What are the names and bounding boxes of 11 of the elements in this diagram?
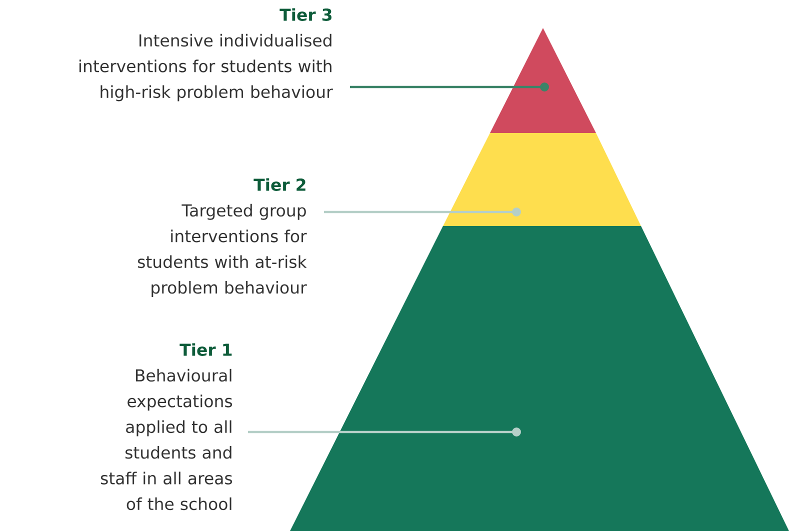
- tier-heading: Tier 1: [180, 343, 232, 356]
- leader-line: [324, 208, 521, 216]
- pyramid-top: [490, 28, 596, 133]
- pyramid-tier: [443, 133, 641, 226]
- tier-heading: Tier 2: [254, 178, 306, 191]
- tier-description: Targeted group interventions for students with at-risk problem behaviour: [138, 204, 307, 297]
- tier-description: Intensive individualised interventions for students with high-risk problem behaviour: [79, 34, 333, 102]
- leader-line: [248, 428, 521, 436]
- tier-heading: Tier 3: [280, 8, 332, 21]
- leader-line: [350, 82, 549, 92]
- tier-description: Behavioural expectations applied to all students and staff in all areas of the school: [100, 368, 232, 510]
